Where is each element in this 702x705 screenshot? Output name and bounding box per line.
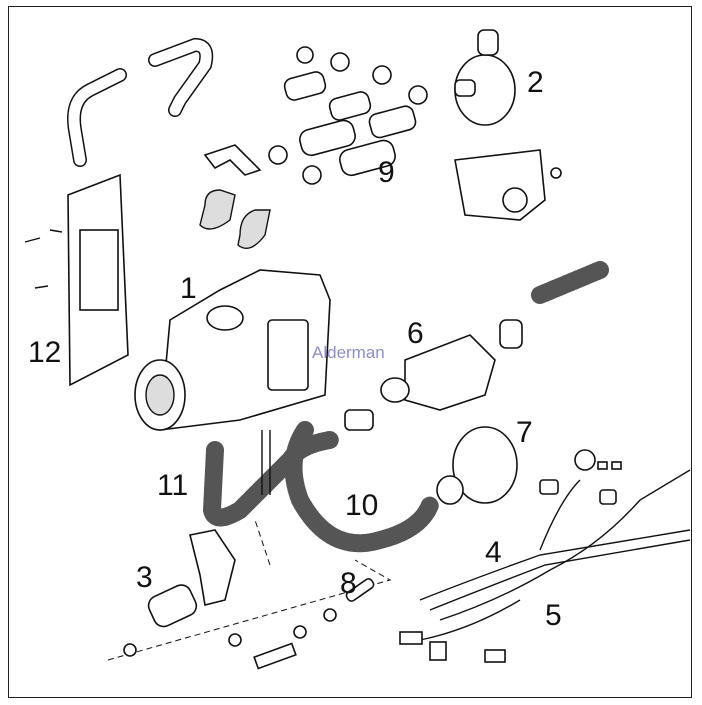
diagram-frame [8,6,692,698]
part-label-11: 11 [157,469,188,502]
intake-silencer [436,426,518,505]
heater-unit [134,269,331,431]
part-label-5: 5 [545,599,562,632]
coolant-hose-bends [67,37,214,167]
mounting-bracket [24,173,129,387]
flexible-hoses [202,409,439,553]
part-label-9: 9 [378,156,395,189]
exhaust-silencer [380,261,609,411]
part-label-2: 2 [527,66,544,99]
part-label-12: 12 [28,336,61,369]
circulation-pump [454,29,562,221]
fuel-pump-and-lines [107,519,392,670]
hose-clamps-and-connectors [199,46,428,249]
wiring-harness [399,449,691,663]
part-label-1: 1 [180,272,197,305]
part-label-3: 3 [136,561,153,594]
part-label-10: 10 [345,489,378,522]
watermark: Alderman [312,343,385,362]
part-label-7: 7 [516,416,533,449]
part-label-6: 6 [407,317,424,350]
part-label-4: 4 [485,536,502,569]
part-label-8: 8 [340,567,357,600]
